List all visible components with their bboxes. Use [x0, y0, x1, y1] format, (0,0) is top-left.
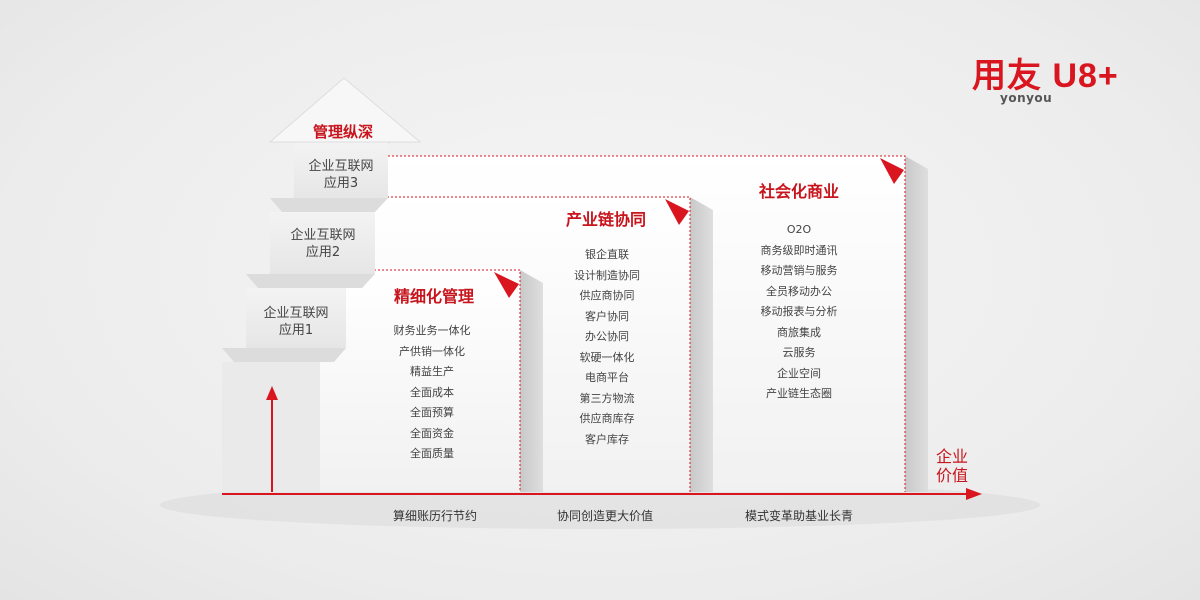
phase-label-1: 算细账历行节约: [392, 509, 477, 523]
list-item: 全面质量: [410, 447, 454, 460]
list-item: 设计制造协同: [574, 268, 640, 282]
up-arrow-shape: [268, 77, 422, 143]
panel-social-corner-mark: [880, 158, 904, 184]
list-item: 财务业务一体化: [393, 324, 471, 337]
value-axis-label: 企业价值: [935, 447, 968, 485]
list-item: 供应商协同: [579, 289, 635, 302]
list-item: 企业空间: [777, 366, 821, 380]
list-item: 全面预算: [410, 406, 454, 419]
list-item: 客户库存: [585, 432, 629, 446]
panel-fine-box: [318, 269, 543, 492]
list-item: 全面成本: [410, 385, 454, 399]
panel-social-list: O2O 商务级即时通讯移动营销与服务全员移动办公移动报表与分析商旅集成云服务企业空…: [739, 220, 859, 405]
list-item: 云服务: [782, 346, 816, 359]
phase-label-3: 模式变革助基业长青: [744, 509, 853, 523]
panel-chain-list: 银企直联设计制造协同供应商协同客户协同办公协同软硬一体化电商平台第三方物流供应商…: [547, 245, 667, 450]
panel-fine-title: 精细化管理: [393, 287, 474, 306]
list-item: 商务级即时通讯: [760, 243, 838, 257]
panel-fine-list: 财务业务一体化产供销一体化精益生产全面成本全面预算全面资金全面质量: [372, 321, 492, 465]
phase-label-2: 协同创造更大价值: [556, 509, 653, 523]
list-item: 软硬一体化: [579, 350, 635, 364]
list-item: 全员移动办公: [766, 284, 832, 298]
list-item: 商旅集成: [777, 325, 821, 339]
list-item: O2O: [786, 223, 812, 236]
list-item: 全面资金: [410, 426, 454, 440]
management-depth-label: 管理纵深: [312, 123, 373, 141]
list-item: 移动营销与服务: [760, 264, 838, 277]
value-axis-head: [966, 488, 982, 500]
list-item: 办公协同: [585, 330, 629, 343]
panel-fine-corner-mark: [494, 272, 519, 298]
step-label-1: 企业互联网应用1: [263, 306, 329, 338]
panel-chain-corner-mark: [665, 199, 689, 225]
panel-chain-title: 产业链协同: [565, 210, 646, 229]
list-item: 产供销一体化: [399, 344, 465, 358]
brand-subtitle: yonyou: [1000, 91, 1053, 105]
list-item: 产业链生态圈: [766, 387, 832, 400]
brand-logo: 用友 U8+: [972, 57, 1119, 95]
step-label-3: 企业互联网应用3: [308, 159, 374, 191]
vertical-arrow-head: [266, 386, 278, 400]
panel-social-title: 社会化商业: [758, 182, 839, 201]
list-item: 电商平台: [585, 371, 629, 384]
list-item: 第三方物流: [579, 391, 635, 405]
step-label-2: 企业互联网应用2: [290, 228, 356, 260]
list-item: 移动报表与分析: [760, 305, 838, 318]
list-item: 客户协同: [585, 309, 629, 323]
list-item: 银企直联: [585, 248, 629, 261]
list-item: 供应商库存: [579, 412, 635, 425]
list-item: 精益生产: [410, 365, 454, 378]
